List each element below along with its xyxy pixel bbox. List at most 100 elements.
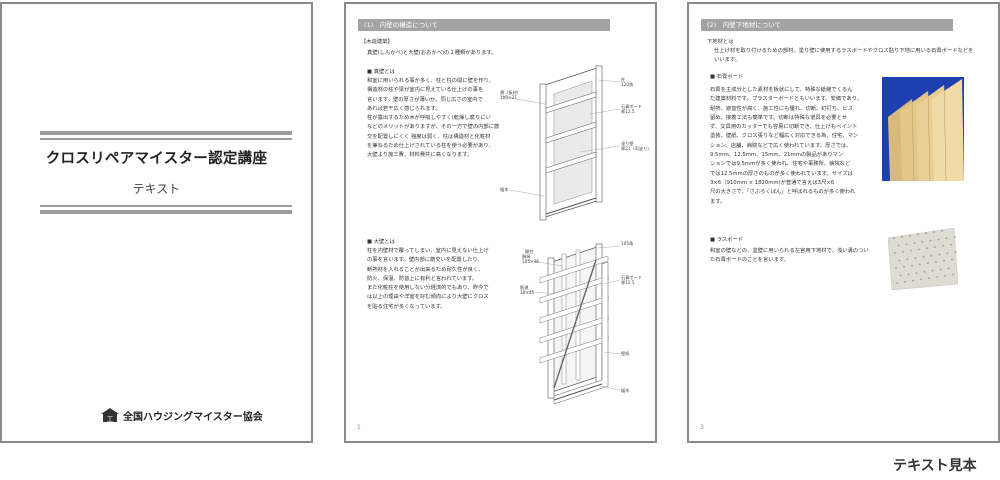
lath-dimple	[949, 243, 953, 246]
lath-dimple	[913, 242, 916, 244]
lath-dimple	[902, 265, 906, 268]
diagram1-label: 厚12.5	[621, 109, 635, 115]
cover-title: クロスリペアマイスター認定講座	[45, 151, 268, 167]
shinkabe-diagram: 貫（板材） 100×27 柱 120角 石膏ボード 厚12.5 塗り壁 厚21（…	[499, 64, 656, 226]
gypsum-line: 3×6（910mm × 1820mm)が普通で言えば3尺×6	[710, 179, 835, 186]
gypsum-line: では12.5mmの厚さのものが多く使われています。サイズは	[710, 170, 853, 177]
shinkabe-line: 交を配置しにくく 強度は弱く、柱は構造材と化粧材	[367, 133, 491, 140]
lath-dimple	[939, 268, 942, 271]
lath-dimple	[942, 259, 946, 262]
shinkabe-line: などのメリットがありますが、その一方で壁の内部に筋	[367, 124, 500, 131]
gypsum-line: 塗装、壁紙、クロス張りなど幅広く対応できる為、住宅、マン	[710, 133, 859, 140]
gypsum-board-photo	[882, 77, 964, 185]
diagram2-label: 105角	[621, 240, 633, 247]
section-title: (1) 内壁の構造について	[358, 19, 610, 31]
gypsum-line: 尺の大きさで、「さぶろくばん」と呼ばれるものが多く使われ	[710, 189, 856, 196]
diagram2-label: 幅木	[621, 387, 630, 394]
lath-dimple	[917, 248, 921, 251]
diagram1-label: 厚21（両塗り）	[621, 145, 651, 152]
lath-title: ■ ラスボード	[710, 237, 744, 243]
diagram1-label: 塗り壁	[621, 140, 634, 147]
lath-dimple	[901, 250, 905, 253]
lath-dimple	[937, 238, 940, 241]
page-number: 3	[700, 424, 704, 431]
diagram2-label: 厚12.5	[621, 280, 635, 286]
shinkabe-line: 和室に用いられる事が多く、柱と柱の間に壁を作り、	[367, 78, 494, 84]
lath-dimple	[931, 269, 934, 272]
lath-dimple	[908, 234, 912, 237]
gypsum-line: ます。	[710, 198, 726, 205]
association-logo: 工 全国ハウジングマイスター協会	[100, 407, 263, 423]
okabe-line: を貼る住宅が多くなっています。	[367, 303, 446, 310]
diagram1-label: 貫（板材）	[500, 89, 521, 96]
diagram2-label: 石膏ボード	[621, 274, 642, 281]
shinkabe-line: あれば若干広く感じられます。	[367, 105, 441, 112]
gypsum-line: 留め、接着工法も簡単です。切断は特殊な道具を必要とせ	[710, 114, 848, 121]
logo-mark-glyph: 工	[107, 415, 114, 423]
lath-dimple	[947, 267, 950, 270]
diagram2-label: 壁紙	[621, 350, 630, 357]
lath-dimple	[953, 236, 956, 238]
gypsum-line: 9.5mm、12.5mm、15mm、21mmの製品がありマン	[710, 152, 844, 159]
top-rule-thin	[40, 138, 292, 140]
definition-line: 仕上げ材を取り付けるための部材。塗り壁に使用するラスボードやクロス貼り下地に用い…	[714, 48, 974, 54]
lath-dimple	[905, 243, 908, 246]
diagram2-label: 105×38	[522, 259, 539, 264]
okabe-line: の事を言います。壁内部に筋交いを配置したり、	[367, 257, 483, 264]
top-rule-thick	[40, 131, 292, 135]
lath-dimple	[945, 237, 948, 240]
diagram2-label: 間柱	[525, 248, 534, 255]
okabe-line: 断熱材を入れることが出来るため耐久性が良く、	[367, 266, 484, 273]
house-logo-icon: 工	[101, 408, 119, 423]
lath-dimple	[897, 244, 900, 247]
lath-dimple	[923, 271, 926, 273]
shinkabe-line: を兼ねるため仕上げされている柱を使う必要があり、	[367, 143, 494, 150]
lath-dimple	[911, 279, 915, 282]
gypsum-line: ションでは9.5mmが多く使われ、住宅や事務所、病院など	[710, 161, 851, 168]
lath-dimple	[919, 278, 923, 281]
gypsum-line: だ建築材料です。プラスターボードともいいます。安価であり、	[710, 96, 863, 103]
lath-line: た石膏ボードのことを言います。	[710, 257, 789, 264]
lath-dimple	[915, 272, 918, 274]
materials-page: (2) 内壁下地材について 下地材とは 仕上げ材を取り付けるための部材。塗り壁に…	[687, 2, 1000, 443]
lath-dimple	[921, 241, 924, 243]
cover-page: クロスリペアマイスター認定講座 テキスト 工 全国ハウジングマイスター協会	[0, 2, 313, 443]
okabe-line: 柱を内壁材で覆ってしまい、室内に見えない仕上げ	[367, 248, 489, 254]
okabe-line: また化粧柱を使用しない分経済的でもあり、昨今で	[367, 285, 489, 292]
lath-dimple	[951, 273, 955, 276]
shinkabe-title: ■ 真壁とは	[367, 69, 395, 75]
shinkabe-line: 言います。壁の厚さが薄いか、同じ広さの室内で	[367, 96, 483, 103]
lath-dimple	[914, 257, 917, 259]
lath-dimple	[954, 251, 957, 253]
diagram1-label: 石膏ボード	[621, 103, 642, 110]
lath-dimple	[916, 233, 920, 236]
lath-dimple	[938, 253, 941, 256]
lath-dimple	[924, 232, 928, 235]
sample-caption: テキスト見本	[893, 458, 977, 474]
lath-dimple	[892, 237, 896, 239]
diagram2-label: 18×45	[520, 290, 535, 295]
lath-dimple	[906, 258, 909, 261]
diagram2-label: 筋違	[520, 284, 528, 291]
okabe-line: は以上の理由や洋室を好む傾向により大壁にクロス	[367, 294, 489, 301]
lath-dimple	[950, 258, 954, 261]
gypsum-line: ション、店舗、病院などで広く使われています。厚さでは、	[710, 142, 852, 149]
diagram1-label: 100×27	[500, 95, 517, 100]
okabe-line: 防火、保温、防音上に有利と言われています。	[367, 275, 478, 282]
okabe-title: ■ 大壁とは	[367, 239, 395, 245]
lath-line: 和室の壁などの、塗壁に用いられる左官用下地材で、浅い溝のつい	[710, 248, 869, 254]
diagram1-label: 幅木	[500, 186, 509, 193]
gypsum-title: ■ 石膏ボード	[710, 74, 744, 80]
cover-subtitle: テキスト	[132, 182, 181, 196]
shinkabe-line: 構造材の柱や梁が室内に見えている仕上げの事を	[367, 87, 484, 94]
bottom-rule-thick	[40, 210, 292, 214]
lath-dimple	[910, 264, 914, 267]
logo-text: 全国ハウジングマイスター協会	[123, 411, 263, 423]
shinkabe-line: 大壁より施工費、材料費共に高くなります。	[367, 152, 473, 159]
diagram1-label: 柱	[621, 76, 626, 83]
shinkabe-line: 柱が露出するため木が呼吸しやすく(乾燥し腐りにい	[367, 115, 491, 122]
diagram2-label: 胴縁	[522, 253, 530, 260]
shinkabe-body: 和室に用いられる事が多く、柱と柱の間に壁を作り、構造材の柱や梁が室内に見えている…	[367, 77, 515, 161]
lath-dimple	[894, 267, 898, 269]
lath-board-photo	[887, 227, 959, 294]
